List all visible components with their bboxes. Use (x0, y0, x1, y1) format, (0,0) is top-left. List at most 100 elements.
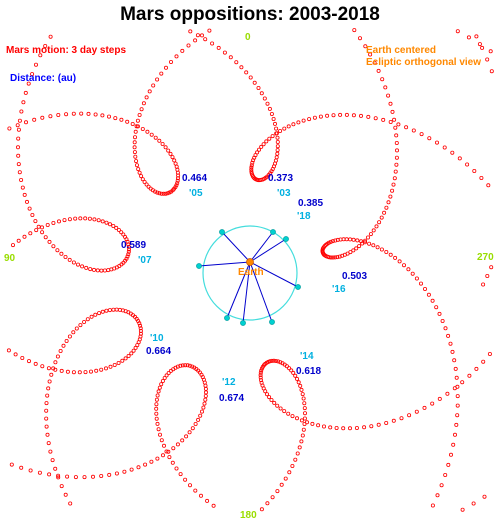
mars-position-dot (199, 33, 204, 38)
mars-position-dot (139, 174, 144, 179)
mars-position-dot (380, 77, 385, 82)
mars-position-dot (280, 361, 285, 366)
distance-label-2018: 0.385 (298, 198, 324, 209)
distance-line (249, 261, 299, 288)
mars-position-dot (486, 183, 491, 188)
mars-position-dot (40, 115, 45, 120)
mars-position-dot (129, 467, 134, 472)
mars-position-dot (193, 421, 198, 426)
mars-position-dot (262, 96, 267, 101)
mars-position-dot (376, 68, 381, 73)
mars-position-dot (316, 423, 321, 428)
mars-position-dot (368, 52, 373, 57)
mars-position-dot (267, 106, 272, 111)
mars-position-dot (119, 117, 124, 122)
mars-position-dot (97, 311, 102, 316)
mars-position-dot (180, 48, 185, 53)
mars-position-dot (112, 362, 117, 367)
mars-position-dot (274, 131, 279, 136)
mars-position-dot (302, 406, 307, 411)
mars-position-dot (44, 401, 49, 406)
mars-position-dot (124, 256, 129, 261)
mars-position-dot (448, 341, 453, 346)
mars-position-dot (67, 257, 72, 262)
mars-position-dot (48, 449, 53, 454)
mars-position-dot (446, 333, 451, 338)
mars-position-dot (302, 416, 307, 421)
mars-position-dot (149, 459, 154, 464)
mars-position-dot (183, 363, 188, 368)
mars-position-dot (174, 466, 179, 471)
mars-position-dot (174, 54, 179, 59)
mars-position-dot (67, 334, 72, 339)
mars-position-dot (135, 118, 140, 123)
mars-position-dot (166, 148, 171, 153)
mars-position-dot (168, 151, 173, 156)
mars-position-dot (21, 100, 26, 105)
mars-position-dot (167, 455, 172, 460)
mars-position-dot (393, 255, 398, 260)
year-label-2005: '05 (189, 188, 203, 199)
distance-label-2007: 0.589 (121, 240, 147, 251)
earth-orbit-circle (202, 225, 298, 321)
mars-position-dot (294, 416, 299, 421)
mars-position-dot (67, 217, 72, 222)
mars-position-dot (184, 434, 189, 439)
mars-position-dot (296, 380, 301, 385)
mars-position-dot (171, 446, 176, 451)
mars-position-dot (392, 117, 397, 122)
distance-label-2012: 0.674 (219, 393, 245, 404)
mars-position-dot (299, 439, 304, 444)
mars-position-dot (379, 215, 384, 220)
mars-position-dot (163, 65, 168, 70)
mars-position-dot (278, 360, 283, 365)
mars-position-dot (466, 35, 471, 40)
mars-position-dot (64, 112, 69, 117)
mars-position-dot (142, 179, 147, 184)
mars-position-dot (175, 178, 180, 183)
mars-motion-path (6, 28, 494, 512)
earth-icon (246, 258, 254, 266)
mars-position-dot (390, 188, 395, 193)
mars-position-dot (92, 267, 97, 272)
mars-position-dot (293, 457, 298, 462)
distance-label-2014: 0.618 (296, 366, 322, 377)
mars-position-dot (275, 144, 280, 149)
mars-position-dot (116, 360, 121, 365)
mars-position-dot (22, 192, 27, 197)
mars-position-dot (47, 239, 52, 244)
mars-position-dot (45, 393, 50, 398)
mars-position-dot (287, 470, 292, 475)
mars-position-dot (85, 317, 90, 322)
mars-position-dot (422, 405, 427, 410)
legend-view-orthogonal: Ecliptic orthogonal view (366, 57, 482, 68)
mars-position-dot (133, 345, 138, 350)
mars-position-dot (55, 354, 60, 359)
mars-position-dot (92, 217, 97, 222)
mars-position-dot (116, 227, 121, 232)
mars-position-dot (64, 338, 69, 343)
mars-position-dot (264, 139, 269, 144)
mars-position-dot (474, 34, 479, 39)
legend-motion: Mars motion: 3 day steps (6, 45, 127, 56)
mars-position-dot (301, 427, 306, 432)
opposition-marker (269, 319, 275, 325)
mars-position-dot (275, 139, 280, 144)
mars-position-dot (374, 224, 379, 229)
mars-position-dot (45, 432, 50, 437)
mars-position-dot (107, 114, 112, 119)
mars-position-dot (24, 199, 29, 204)
mars-position-dot (140, 177, 145, 182)
mars-position-dot (203, 37, 208, 42)
mars-position-dot (180, 363, 185, 368)
mars-position-dot (125, 119, 130, 124)
mars-position-dot (89, 314, 94, 319)
mars-position-dot (86, 111, 91, 116)
mars-position-dot (394, 133, 399, 138)
mars-position-dot (252, 80, 257, 85)
mars-position-dot (76, 262, 81, 267)
mars-position-dot (78, 216, 83, 221)
mars-position-dot (388, 120, 393, 125)
mars-position-dot (265, 101, 270, 106)
mars-position-dot (256, 147, 261, 152)
